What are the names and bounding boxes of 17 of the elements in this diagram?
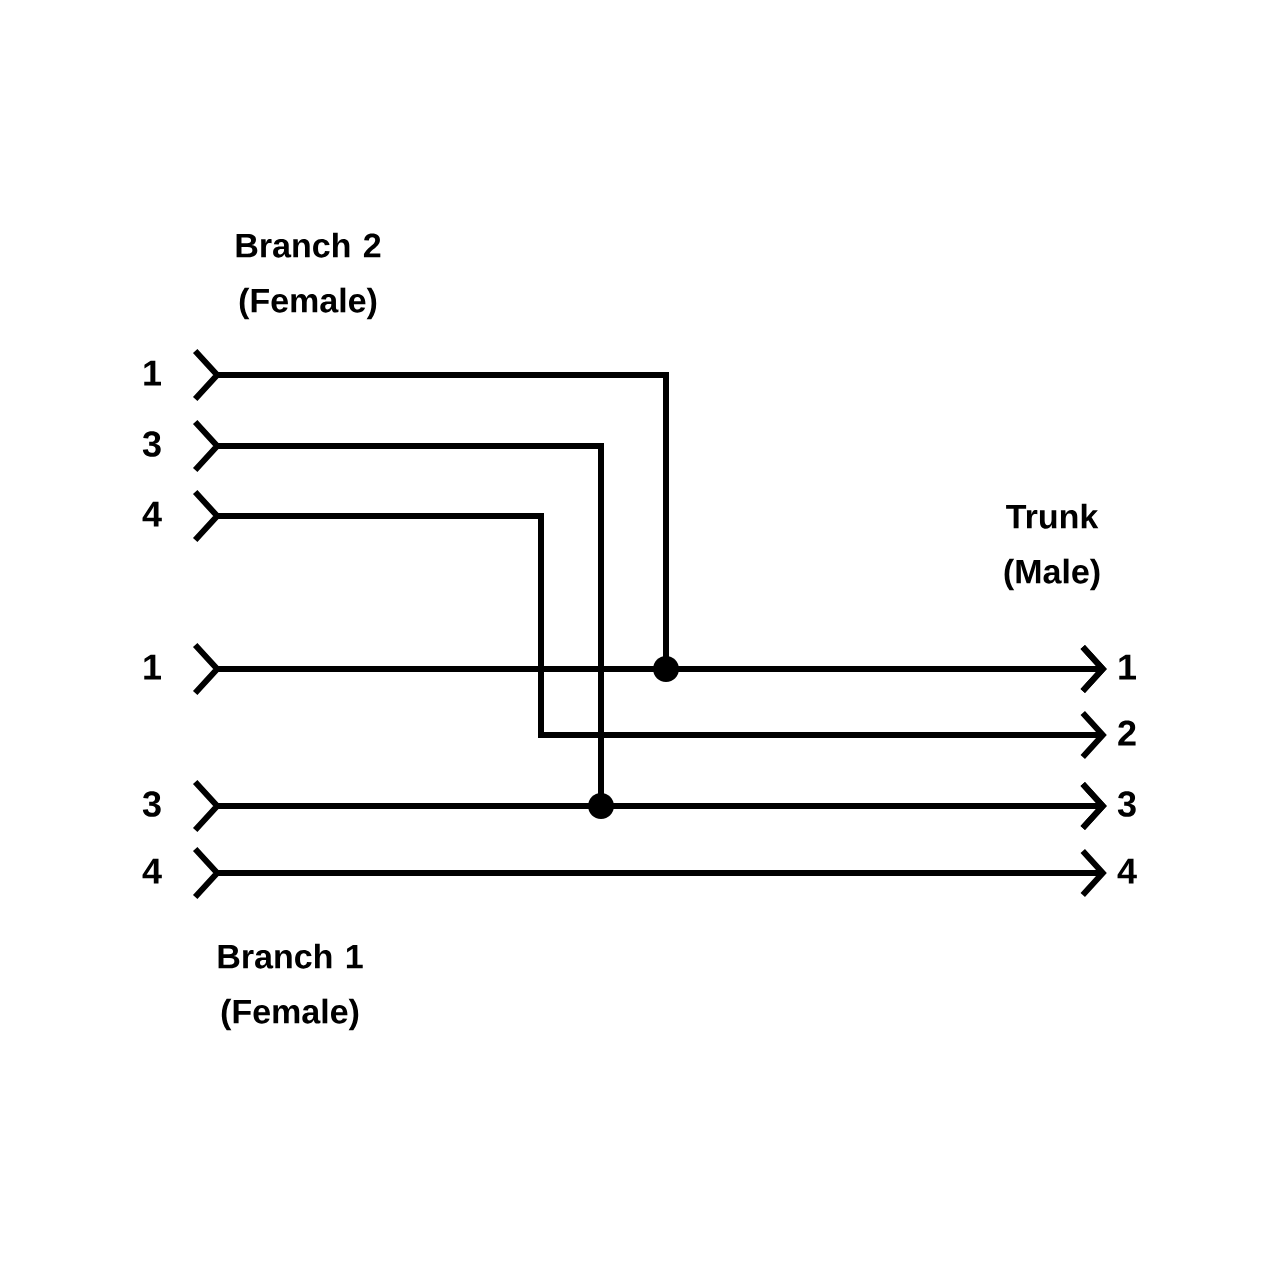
pin-number: 3: [1117, 791, 1136, 817]
pin-number: 4: [142, 858, 162, 884]
pin-number: 4: [1117, 858, 1137, 884]
wire: [193, 847, 1107, 900]
pin-number: 3: [142, 791, 161, 817]
wire: [193, 643, 1107, 696]
connector-label: Branch 2 (Female): [236, 232, 381, 320]
wire: [193, 780, 1107, 833]
pin-number: 2: [1118, 720, 1136, 746]
connector-label: Trunk (Male): [1004, 503, 1100, 591]
pin-number: 1: [144, 654, 161, 680]
pin-number: 1: [144, 360, 161, 386]
pin-number: 3: [142, 431, 161, 457]
wire: [193, 490, 1107, 760]
connector-label: Branch 1 (Female): [218, 943, 363, 1031]
pin-number: 1: [1119, 654, 1136, 680]
pin-number: 4: [142, 501, 162, 527]
